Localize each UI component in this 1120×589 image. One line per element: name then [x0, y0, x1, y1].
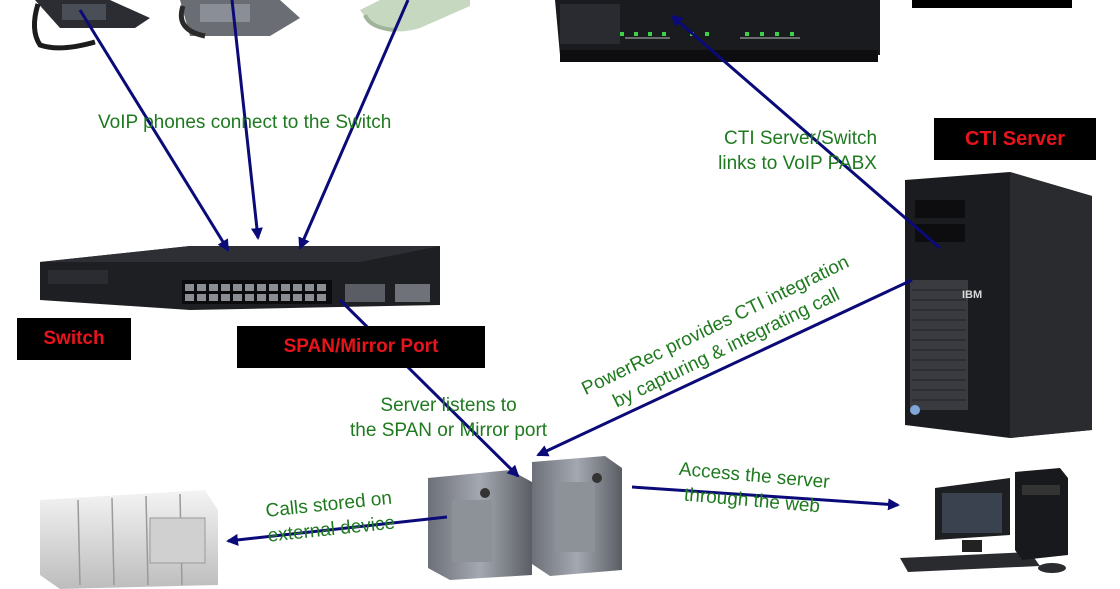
storage-array-icon — [40, 490, 218, 589]
server-listens-text: Server listens to the SPAN or Mirror por… — [350, 394, 547, 443]
server-brand-text: IBM — [962, 289, 982, 301]
cti-server-label: CTI Server — [934, 118, 1096, 160]
voip-to-switch-text: VoIP phones connect to the Switch — [98, 112, 392, 133]
ip-phone-icon — [178, 0, 300, 39]
cropped-label-bar — [912, 0, 1072, 8]
pabx-router-icon — [555, 0, 880, 62]
tower-server-icon — [905, 172, 1092, 438]
switch-label: Switch — [17, 318, 131, 360]
cti-link-line-2: links to VoIP PABX — [718, 152, 877, 174]
ip-phone-icon — [32, 0, 150, 51]
tower-server-icon — [532, 456, 622, 576]
tower-server-icon — [428, 470, 532, 580]
server-listens-line-1: Server listens to — [380, 395, 517, 416]
desktop-pc-icon — [900, 468, 1068, 573]
cti-link-line-1: CTI Server/Switch — [724, 128, 878, 149]
ip-phone-icon — [360, 0, 470, 32]
network-switch-icon — [40, 246, 440, 310]
span-mirror-port-label: SPAN/Mirror Port — [237, 326, 485, 368]
cti-link-text: CTI Server/Switch links to VoIP PABX — [718, 127, 878, 176]
server-listens-line-2: the SPAN or Mirror port — [350, 419, 548, 441]
